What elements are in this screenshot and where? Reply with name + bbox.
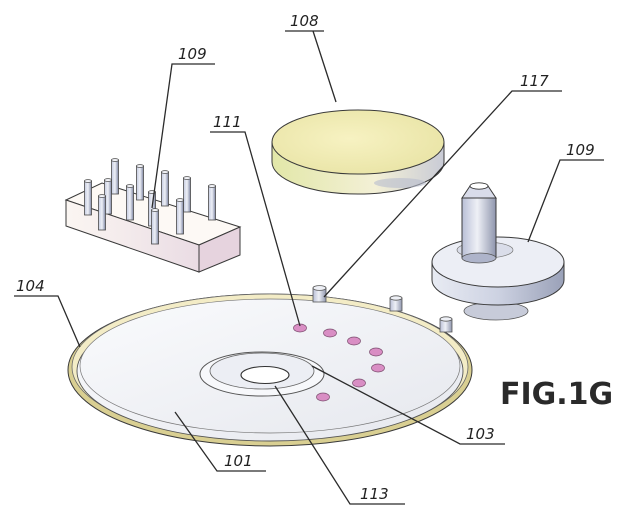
ref-113: 113: [360, 485, 389, 503]
ref-103: 103: [466, 425, 495, 443]
pin-array: [84, 158, 216, 245]
ref-101: 101: [224, 452, 253, 470]
ref-108: 108: [290, 12, 319, 30]
ref-104: 104: [16, 277, 45, 295]
magnet: [347, 336, 361, 346]
pin: [151, 208, 159, 245]
post-117: [312, 285, 327, 303]
magnet: [371, 363, 385, 373]
pin: [183, 176, 191, 213]
ref-117: 117: [520, 72, 549, 90]
leader-111: [210, 131, 301, 327]
leader-117: [323, 90, 562, 298]
pin: [98, 194, 106, 231]
pin: [161, 170, 169, 207]
magnet: [369, 347, 383, 357]
magnet-row: [293, 323, 385, 402]
pin: [111, 158, 119, 195]
ref-109-pins: 109: [178, 45, 207, 63]
leader-108: [312, 30, 337, 103]
magnet: [323, 328, 337, 338]
leader-lines: [14, 30, 604, 505]
leader-109-pins: [151, 63, 215, 209]
post-right-lower: [439, 316, 453, 333]
leader-104: [14, 295, 81, 348]
pin: [208, 184, 216, 221]
knob: [431, 182, 565, 321]
leader-113: [274, 385, 405, 505]
ref-109-knob: 109: [566, 141, 595, 159]
magnet: [352, 378, 366, 388]
center-hole: [240, 365, 290, 385]
post-right-upper: [389, 295, 403, 312]
pin: [176, 198, 184, 235]
pin: [126, 184, 134, 221]
pin: [136, 164, 144, 201]
leader-109-knob: [527, 159, 604, 243]
leader-103: [311, 365, 505, 445]
figure-label: FIG.1G: [500, 377, 613, 412]
reference-numerals: 101 103 104 108 109 109 111 113 117: [16, 12, 595, 503]
pin: [84, 179, 92, 216]
round-cap: [271, 109, 445, 195]
ref-111: 111: [213, 113, 242, 131]
leader-101: [174, 411, 266, 472]
disc-assembly: [67, 285, 473, 447]
magnet: [316, 392, 330, 402]
